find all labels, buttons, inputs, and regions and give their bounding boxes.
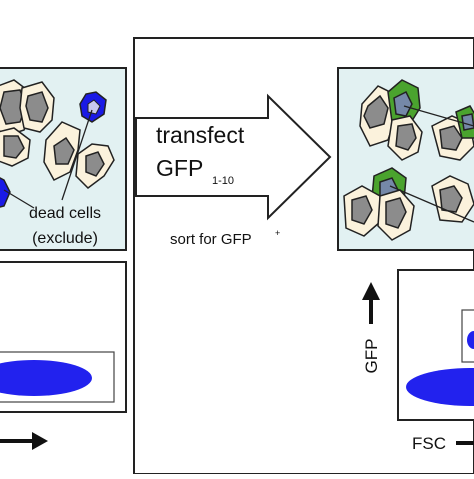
cell-population	[406, 368, 474, 406]
transfect-label: transfect	[156, 122, 245, 148]
cell-population	[0, 360, 92, 396]
process-arrow: transfect GFP 1-10	[135, 93, 332, 221]
sort-superscript: +	[275, 228, 280, 238]
healthy-cell	[19, 81, 55, 133]
gfp-axis-arrowhead	[362, 282, 380, 300]
healthy-cell	[387, 115, 423, 161]
healthy-cell	[377, 189, 415, 241]
healthy-cell	[431, 175, 474, 223]
healthy-cell	[75, 143, 115, 189]
dead-cells-label: dead cells	[29, 205, 101, 222]
pointer-line	[389, 185, 474, 223]
fsc-axis-arrowhead	[32, 432, 48, 450]
pointer-line	[3, 189, 35, 209]
gfp-positive-cell	[455, 105, 474, 139]
exclude-label: (exclude)	[32, 230, 98, 247]
arrow-shape	[135, 93, 332, 221]
transfected-cell	[359, 85, 397, 147]
healthy-cell	[0, 127, 31, 167]
dead-cell	[0, 177, 11, 208]
gfp-subscript: 1-10	[212, 175, 234, 187]
sort-label: sort for GFP	[170, 231, 252, 248]
healthy-cell	[43, 121, 81, 181]
pointer-line	[61, 109, 93, 201]
gfp-gate-box	[461, 309, 474, 363]
right-flow-plot: GFP FSC	[362, 269, 474, 453]
pointer-line	[403, 105, 474, 127]
gfp-label: GFP	[156, 155, 203, 181]
gfp-positive-population	[467, 331, 474, 349]
gfp-axis-label: GFP	[362, 339, 381, 374]
right-cell-panel	[337, 67, 474, 251]
dead-cell	[79, 91, 107, 123]
left-flow-plot	[0, 261, 127, 450]
gate-box	[0, 351, 115, 403]
fsc-axis-label: FSC	[412, 434, 446, 453]
left-cell-panel: dead cells (exclude)	[0, 67, 127, 251]
